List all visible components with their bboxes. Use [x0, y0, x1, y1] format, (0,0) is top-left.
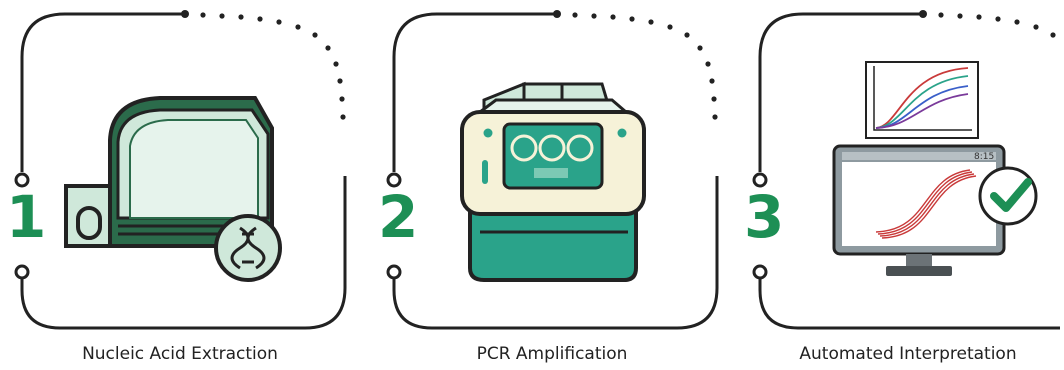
monitor-clock: 8:15	[974, 152, 994, 162]
dna-helix-icon	[230, 226, 266, 270]
frame-line-bottom	[20, 176, 347, 330]
frame-node-bottom	[14, 264, 30, 280]
amplification-curves-icon	[865, 61, 979, 139]
step-1-frame	[14, 10, 347, 330]
step-3-label: Automated Interpretation	[799, 344, 1017, 364]
frame-line-top-left	[20, 12, 185, 172]
frame-dotted-corner	[200, 12, 346, 120]
frame-dotted-corner	[572, 12, 718, 120]
step-1-label: Nucleic Acid Extraction	[82, 344, 278, 364]
frame-node-top	[14, 172, 30, 188]
step-3-frame: 8:15	[752, 10, 1060, 330]
thermal-cycler-icon	[460, 81, 646, 282]
step-2-frame	[386, 10, 719, 330]
step-2-number: 2	[378, 183, 419, 251]
step-2-label: PCR Amplification	[476, 344, 628, 364]
step-3-number: 3	[744, 183, 785, 251]
checkmark-icon	[978, 166, 1038, 226]
monitor-icon: 8:15	[832, 144, 1006, 276]
frame-end-dot	[181, 10, 189, 18]
step-1-number: 1	[6, 183, 47, 251]
sigmoid-curves	[875, 169, 977, 239]
frame-dotted-corner	[938, 12, 1056, 38]
extraction-instrument-icon	[64, 96, 282, 282]
